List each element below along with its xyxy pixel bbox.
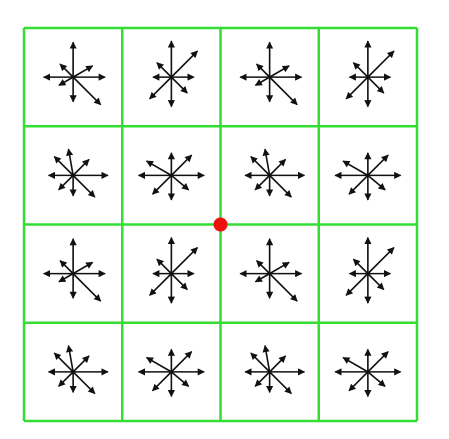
gradient-arrow — [58, 272, 74, 283]
gradient-arrow — [367, 154, 389, 176]
gradient-arrow — [256, 63, 271, 78]
gradient-arrow — [170, 351, 193, 373]
cell-r0-c3 — [345, 40, 395, 108]
gradient-arrow — [170, 50, 199, 78]
gradient-arrow — [254, 174, 271, 191]
gradient-arrow — [262, 148, 271, 176]
cell-r2-c3 — [345, 236, 395, 304]
gradient-arrow — [269, 158, 287, 176]
gradient-arrow — [72, 158, 90, 176]
gradient-arrow — [254, 76, 271, 87]
gradient-arrow — [269, 355, 287, 373]
gradient-arrow — [170, 246, 199, 275]
gradient-arrow — [352, 258, 369, 275]
gradient-arrow — [72, 273, 102, 302]
gradient-arrow — [156, 258, 172, 275]
gradient-arrow — [170, 273, 188, 291]
gradient-arrow — [59, 260, 74, 275]
gradient-arrow — [342, 160, 369, 177]
gradient-arrow — [256, 260, 271, 275]
grid-cells — [42, 40, 402, 398]
gradient-arrow — [72, 65, 94, 78]
gradient-arrow — [156, 62, 172, 78]
gradient-arrow — [367, 50, 395, 78]
gradient-arrow — [367, 351, 389, 373]
gradient-arrow — [58, 76, 74, 87]
gradient-arrow — [269, 371, 292, 395]
gradient-arrow — [250, 352, 271, 373]
gradient-arrow — [72, 76, 102, 106]
cell-r3-c1 — [137, 348, 205, 398]
gradient-arrow — [254, 272, 271, 283]
cell-r1-c0 — [47, 148, 109, 198]
gradient-arrow — [269, 261, 290, 275]
gradient-arrow — [269, 273, 298, 302]
gradient-arrow — [342, 356, 369, 373]
gradient-arrow — [352, 62, 369, 78]
gradient-arrow — [151, 174, 172, 195]
gradient-arrow — [145, 160, 172, 177]
gradient-arrow — [66, 148, 74, 176]
gradient-arrow — [59, 63, 74, 78]
gradient-arrow — [170, 154, 193, 176]
cell-r3-c3 — [334, 348, 402, 398]
gradient-arrow — [58, 371, 74, 387]
gradient-arrow — [72, 174, 96, 198]
keypoint-dot — [213, 217, 228, 232]
cell-r3-c0 — [47, 344, 109, 395]
gradient-arrow — [149, 76, 172, 100]
gradient-arrow — [348, 371, 369, 392]
gradient-arrow — [367, 76, 385, 94]
cell-r0-c1 — [149, 40, 199, 108]
cell-r1-c3 — [334, 152, 402, 201]
gradient-arrow — [170, 371, 190, 387]
gradient-arrow — [72, 371, 96, 395]
cell-r3-c2 — [244, 344, 306, 395]
cell-r1-c1 — [137, 152, 205, 201]
gradient-arrow — [151, 371, 172, 392]
gradient-arrow — [262, 344, 271, 373]
gradient-arrow — [53, 155, 74, 176]
gradient-arrow — [367, 246, 395, 275]
gradient-arrow — [170, 174, 190, 191]
gradient-arrow — [72, 261, 94, 275]
gradient-arrow — [145, 356, 172, 373]
cell-r0-c2 — [239, 41, 303, 106]
gradient-arrow — [72, 355, 90, 373]
cell-r2-c0 — [42, 238, 106, 302]
gradient-arrow — [254, 371, 271, 387]
gradient-arrow — [269, 76, 298, 106]
cell-r2-c2 — [239, 238, 303, 302]
gradient-arrow — [345, 76, 369, 100]
gradient-arrow — [250, 155, 271, 176]
cell-r0-c0 — [42, 41, 106, 106]
gradient-arrow — [269, 65, 290, 78]
gradient-arrow — [345, 273, 369, 296]
gradient-arrow — [348, 174, 369, 195]
gradient-arrow — [66, 344, 74, 373]
gradient-arrow — [367, 273, 385, 291]
gradient-arrow — [58, 174, 74, 191]
cell-r1-c2 — [244, 148, 306, 198]
cell-r2-c1 — [149, 236, 199, 304]
gradient-arrow — [367, 371, 386, 387]
gradient-arrow — [269, 174, 292, 198]
gradient-arrow — [170, 76, 188, 94]
gradient-arrow — [367, 174, 386, 191]
gradient-arrow — [149, 273, 172, 296]
gradient-arrow — [53, 352, 74, 373]
